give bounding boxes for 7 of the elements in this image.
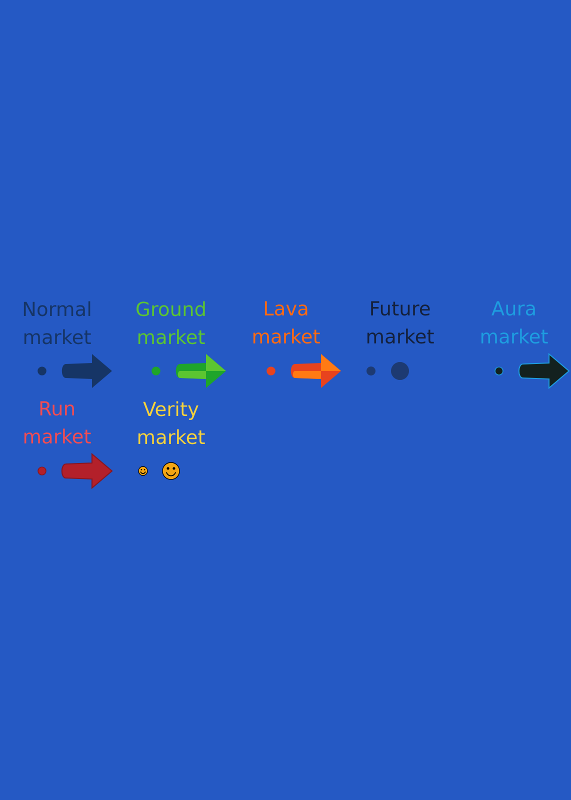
market-name: Normal market	[24, 301, 91, 344]
market-name: Ground market	[136, 301, 205, 344]
market-name: Verity market	[138, 401, 205, 444]
market-name: Lava market	[253, 301, 320, 344]
market-name: Run market	[24, 401, 91, 444]
market-name: Future market	[367, 301, 434, 344]
market-name: Aura market	[481, 301, 548, 344]
